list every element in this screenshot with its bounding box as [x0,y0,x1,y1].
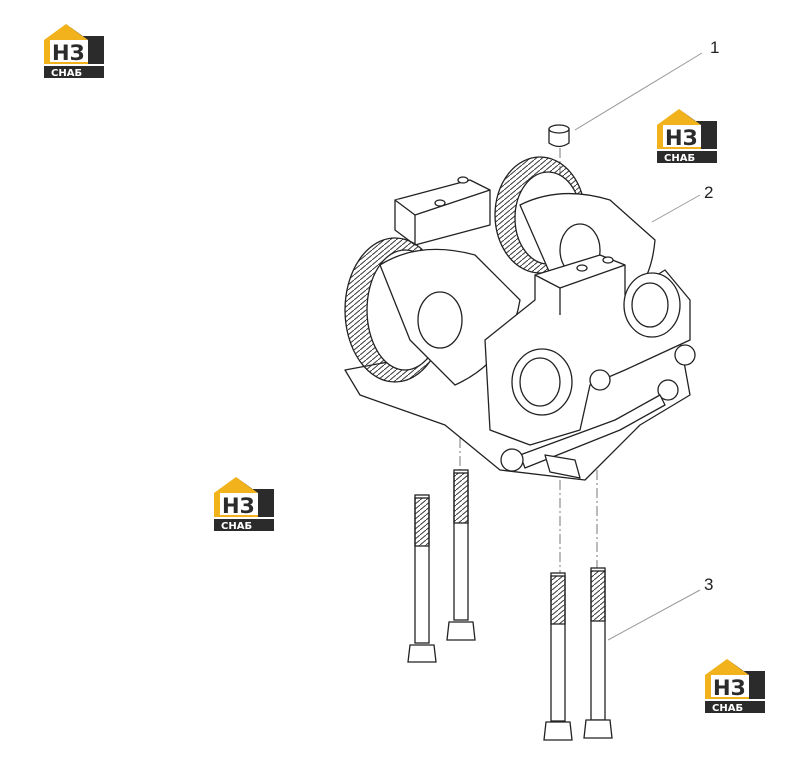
watermark-logo: НЗ СНАБ [212,473,276,533]
logo-graphic: НЗ СНАБ [705,659,765,714]
leader-lines [574,52,703,641]
logo-bottom-text: СНАБ [51,68,82,79]
logo-top-text: НЗ [713,676,746,700]
logo-top-text: НЗ [52,41,85,65]
logo-bottom-text: СНАБ [221,521,252,532]
callout-3-label: 3 [704,575,714,594]
callout-2-label: 2 [704,183,714,202]
gear-housing-assembly [344,156,696,481]
bushing-part [548,124,570,148]
logo-graphic: НЗ СНАБ [44,24,104,79]
watermark-logo: НЗ СНАБ [655,105,719,165]
watermark-logo: НЗ СНАБ [703,655,767,715]
logo-bottom-text: СНАБ [664,153,695,164]
logo-top-text: НЗ [665,126,698,150]
logo-bottom-text: СНАБ [712,703,743,714]
logo-graphic: НЗ СНАБ [214,477,274,532]
callout-1-label: 1 [710,38,720,57]
watermark-logo: НЗ СНАБ [42,20,106,80]
logo-graphic: НЗ СНАБ [657,109,717,164]
bolt-set [407,469,613,741]
logo-top-text: НЗ [222,494,255,518]
